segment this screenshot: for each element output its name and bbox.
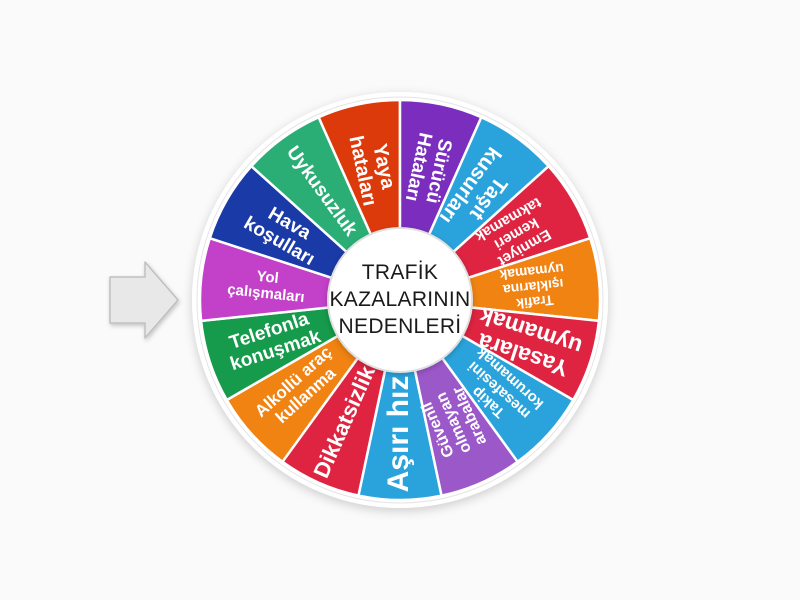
wheel-hub[interactable] [327, 227, 473, 373]
spin-pointer-arrow[interactable] [109, 261, 179, 339]
wheel-segment-label: Aşırı hız [382, 376, 415, 493]
wheel-segment-label: Trafikışıklarınauymamak [499, 261, 568, 314]
wheel-segment-label: Güvenliolmayanarabalar [417, 382, 491, 462]
wheel-segment-label: SürücüHataları [401, 131, 456, 208]
wheel-rim-inner-edge [196, 96, 604, 504]
